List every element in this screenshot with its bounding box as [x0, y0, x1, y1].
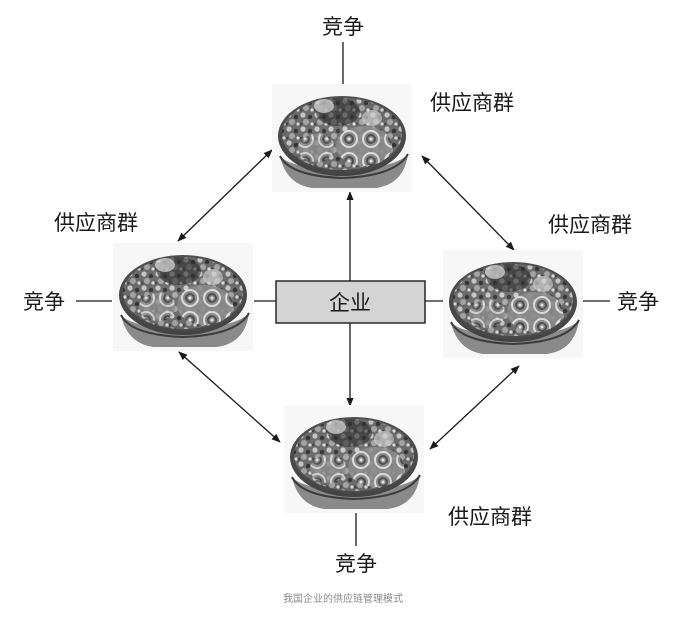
node-image-top [271, 83, 413, 193]
center-label: 企业 [329, 291, 371, 315]
arrow-bottom-right [429, 365, 520, 450]
center-box [275, 280, 426, 324]
competition-label-bottom: 竞争 [335, 552, 377, 576]
supplier-label-left: 供应商群 [54, 211, 138, 235]
competition-label-left: 竞争 [23, 290, 65, 314]
node-image-bottom [283, 404, 425, 514]
competition-label-top: 竞争 [322, 15, 364, 39]
arrow-top-left [177, 149, 273, 242]
node-image-right [442, 249, 584, 359]
supplier-label-bottom: 供应商群 [448, 505, 532, 529]
figure-caption: 我国企业的供应链管理模式 [283, 594, 403, 605]
node-image-left [112, 242, 254, 352]
arrow-top-right [421, 155, 515, 251]
supplier-label-right: 供应商群 [548, 213, 632, 237]
supplier-label-top: 供应商群 [430, 91, 514, 115]
competition-label-right: 竞争 [617, 290, 659, 314]
arrow-left-bottom [178, 351, 281, 443]
